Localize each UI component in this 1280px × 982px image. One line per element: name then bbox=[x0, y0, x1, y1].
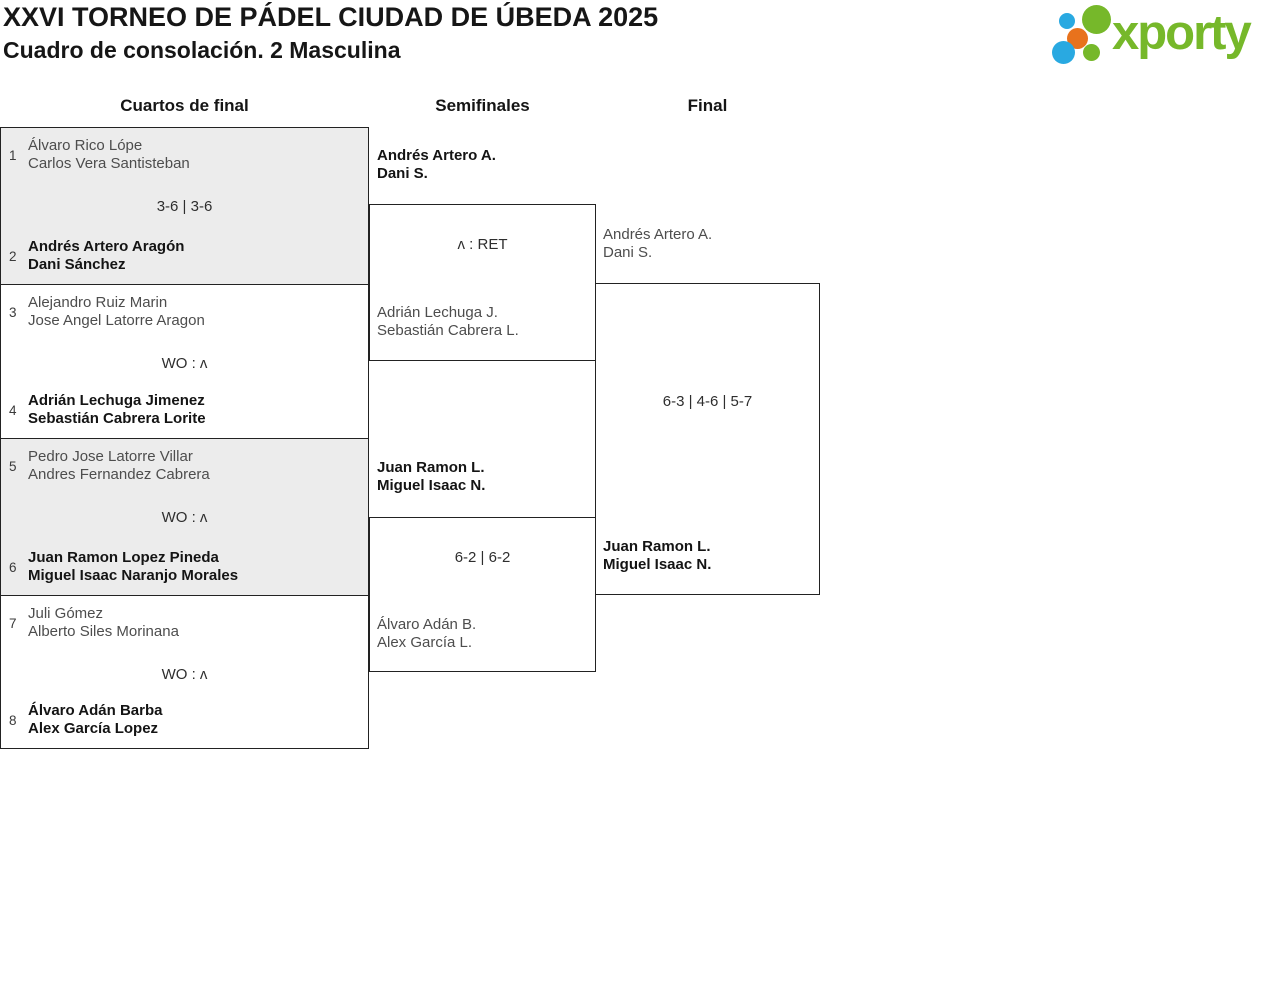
player-name: Dani S. bbox=[377, 165, 428, 182]
player-name: Adrián Lechuga Jimenez bbox=[28, 392, 205, 409]
team-names: Álvaro Rico Lópe Carlos Vera Santisteban bbox=[28, 137, 190, 173]
team-names: Juan Ramon Lopez Pineda Miguel Isaac Nar… bbox=[28, 549, 238, 585]
player-name: Álvaro Adán B. bbox=[377, 616, 477, 633]
player-name: Álvaro Adán Barba bbox=[28, 702, 163, 719]
player-name: Alejandro Ruiz Marin bbox=[28, 294, 168, 311]
logo-dot-green-large-icon bbox=[1082, 5, 1111, 34]
player-name: Carlos Vera Santisteban bbox=[28, 155, 190, 172]
player-name: Miguel Isaac N. bbox=[603, 556, 712, 573]
match-final: 6-3 | 4-6 | 5-7 bbox=[595, 283, 820, 595]
player-name: Dani Sánchez bbox=[28, 256, 126, 273]
team-entry: 2 Andrés Artero Aragón Dani Sánchez bbox=[9, 238, 360, 274]
player-name: Juli Gómez bbox=[28, 605, 104, 622]
match-score: 6-3 | 4-6 | 5-7 bbox=[662, 393, 753, 410]
match-quarterfinal-1: 1 Álvaro Rico Lópe Carlos Vera Santisteb… bbox=[0, 127, 369, 285]
match-quarterfinal-2: 3 Alejandro Ruiz Marin Jose Angel Latorr… bbox=[0, 284, 369, 439]
player-name: Sebastián Cabrera Lorite bbox=[28, 410, 206, 427]
match-score: 6-2 | 6-2 bbox=[454, 549, 511, 566]
page-title: XXVI TORNEO DE PÁDEL CIUDAD DE ÚBEDA 202… bbox=[3, 2, 659, 32]
player-name: Andrés Artero A. bbox=[603, 226, 713, 243]
match-quarterfinal-4: 7 Juli Gómez Alberto Siles Morinana WO :… bbox=[0, 595, 369, 749]
player-name: Álvaro Rico Lópe bbox=[28, 137, 143, 154]
team-names: Álvaro Adán Barba Alex García Lopez bbox=[28, 702, 162, 738]
logo-wordmark: xporty bbox=[1112, 6, 1252, 60]
team-names: Andrés Artero Aragón Dani Sánchez bbox=[28, 238, 184, 274]
match-quarterfinal-3: 5 Pedro Jose Latorre Villar Andres Ferna… bbox=[0, 438, 369, 596]
match-score: 3-6 | 3-6 bbox=[156, 198, 213, 215]
player-name: Alex García Lopez bbox=[28, 720, 159, 737]
logo-dot-orange-icon bbox=[1067, 28, 1088, 49]
seed-number: 1 bbox=[9, 147, 17, 163]
column-header-final: Final bbox=[687, 96, 728, 115]
team-entry: 7 Juli Gómez Alberto Siles Morinana bbox=[9, 605, 360, 641]
seed-number: 2 bbox=[9, 248, 17, 264]
match-semifinal-1: ʌ : RET bbox=[369, 204, 596, 361]
player-name: Jose Angel Latorre Aragon bbox=[28, 312, 205, 329]
seed-number: 3 bbox=[9, 304, 17, 320]
team-entry: 4 Adrián Lechuga Jimenez Sebastián Cabre… bbox=[9, 392, 360, 428]
match-score: ʌ : RET bbox=[457, 236, 508, 253]
team-names: Pedro Jose Latorre Villar Andres Fernand… bbox=[28, 448, 210, 484]
player-name: Alex García L. bbox=[377, 634, 473, 651]
team-entry: 5 Pedro Jose Latorre Villar Andres Ferna… bbox=[9, 448, 360, 484]
team-names: Alejandro Ruiz Marin Jose Angel Latorre … bbox=[28, 294, 205, 330]
logo-dot-blue-large-icon bbox=[1052, 41, 1075, 64]
team-entry: Andrés Artero A. Dani S. bbox=[377, 147, 496, 183]
match-score: WO : ʌ bbox=[161, 355, 208, 372]
column-header-quarterfinals: Cuartos de final bbox=[120, 96, 249, 115]
seed-number: 7 bbox=[9, 615, 17, 631]
seed-number: 6 bbox=[9, 559, 17, 575]
team-entry: Juan Ramon L. Miguel Isaac N. bbox=[377, 459, 485, 495]
seed-number: 5 bbox=[9, 458, 17, 474]
team-entry: 8 Álvaro Adán Barba Alex García Lopez bbox=[9, 702, 360, 738]
player-name: Adrián Lechuga J. bbox=[377, 304, 498, 321]
player-name: Miguel Isaac N. bbox=[377, 477, 486, 494]
player-name: Andrés Artero Aragón bbox=[28, 238, 185, 255]
player-name: Juan Ramon L. bbox=[603, 538, 711, 555]
player-name: Miguel Isaac Naranjo Morales bbox=[28, 567, 239, 584]
player-name: Pedro Jose Latorre Villar bbox=[28, 448, 193, 465]
team-entry: 3 Alejandro Ruiz Marin Jose Angel Latorr… bbox=[9, 294, 360, 330]
page-subtitle: Cuadro de consolación. 2 Masculina bbox=[3, 37, 401, 63]
player-name: Dani S. bbox=[603, 244, 653, 261]
team-names: Juli Gómez Alberto Siles Morinana bbox=[28, 605, 179, 641]
team-entry: Álvaro Adán B. Alex García L. bbox=[377, 616, 476, 652]
team-entry-champion: Juan Ramon L. Miguel Isaac N. bbox=[603, 538, 711, 574]
logo-dot-blue-small-icon bbox=[1059, 13, 1075, 29]
player-name: Sebastián Cabrera L. bbox=[377, 322, 519, 339]
column-header-semifinals: Semifinales bbox=[435, 96, 530, 115]
team-entry: Andrés Artero A. Dani S. bbox=[603, 226, 712, 262]
match-score: WO : ʌ bbox=[161, 509, 208, 526]
player-name: Alberto Siles Morinana bbox=[28, 623, 179, 640]
seed-number: 4 bbox=[9, 402, 17, 418]
logo-dot-green-small-icon bbox=[1083, 44, 1100, 61]
team-names: Adrián Lechuga Jimenez Sebastián Cabrera… bbox=[28, 392, 206, 428]
team-entry: 1 Álvaro Rico Lópe Carlos Vera Santisteb… bbox=[9, 137, 360, 173]
match-score: WO : ʌ bbox=[161, 666, 208, 683]
player-name: Andrés Artero A. bbox=[377, 147, 496, 164]
player-name: Juan Ramon L. bbox=[377, 459, 485, 476]
player-name: Juan Ramon Lopez Pineda bbox=[28, 549, 219, 566]
xporty-logo[interactable]: xporty bbox=[1050, 0, 1278, 78]
seed-number: 8 bbox=[9, 712, 17, 728]
team-entry: 6 Juan Ramon Lopez Pineda Miguel Isaac N… bbox=[9, 549, 360, 585]
player-name: Andres Fernandez Cabrera bbox=[28, 466, 210, 483]
team-entry: Adrián Lechuga J. Sebastián Cabrera L. bbox=[377, 304, 519, 340]
